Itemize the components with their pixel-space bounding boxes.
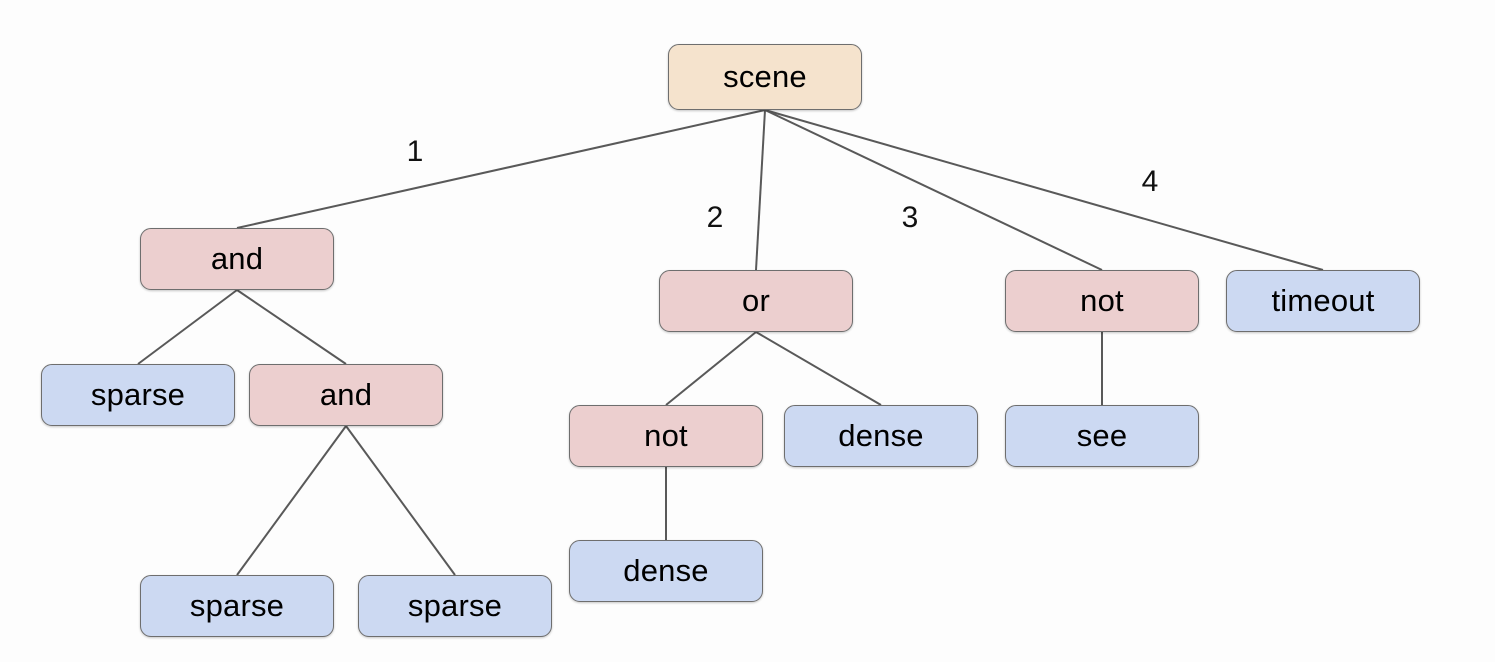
tree-node-label: sparse — [189, 587, 285, 623]
edge-label-1: 1 — [406, 135, 424, 168]
tree-node-label: sparse — [90, 376, 186, 412]
tree-node-or1[interactable]: or — [659, 270, 853, 332]
tree-node-scene[interactable]: scene — [668, 44, 862, 110]
tree-node-sparse2[interactable]: sparse — [140, 575, 334, 637]
tree-node-see[interactable]: see — [1005, 405, 1199, 467]
tree-node-and1[interactable]: and — [140, 228, 334, 290]
tree-node-label: sparse — [407, 587, 503, 623]
tree-node-label: or — [742, 282, 770, 318]
tree-edge — [665, 331, 757, 406]
tree-node-label: and — [319, 376, 373, 412]
tree-edge — [755, 331, 882, 406]
tree-node-not1[interactable]: not — [1005, 270, 1199, 332]
tree-node-label: dense — [623, 552, 709, 588]
tree-node-label: dense — [838, 417, 924, 453]
edge-label-2: 2 — [706, 201, 724, 234]
tree-node-label: not — [1080, 282, 1124, 318]
tree-edge — [236, 289, 347, 365]
edge-label-3: 3 — [901, 201, 919, 234]
tree-node-timeout[interactable]: timeout — [1226, 270, 1420, 332]
tree-node-sparse3[interactable]: sparse — [358, 575, 552, 637]
edge-label-4: 4 — [1141, 165, 1159, 198]
tree-node-dense1[interactable]: dense — [784, 405, 978, 467]
tree-edge — [236, 109, 766, 229]
tree-edge — [764, 109, 1103, 271]
tree-node-dense2[interactable]: dense — [569, 540, 763, 602]
tree-node-label: scene — [723, 58, 807, 94]
tree-edge — [137, 289, 238, 365]
tree-node-label: not — [644, 417, 688, 453]
tree-node-label: see — [1076, 417, 1128, 453]
tree-node-label: timeout — [1271, 282, 1375, 318]
tree-node-sparse1[interactable]: sparse — [41, 364, 235, 426]
tree-edge — [236, 425, 347, 576]
tree-node-not2[interactable]: not — [569, 405, 763, 467]
tree-node-and2[interactable]: and — [249, 364, 443, 426]
tree-edge — [755, 109, 766, 271]
tree-node-label: and — [210, 240, 264, 276]
tree-edge — [345, 425, 456, 576]
tree-edge — [764, 109, 1324, 271]
